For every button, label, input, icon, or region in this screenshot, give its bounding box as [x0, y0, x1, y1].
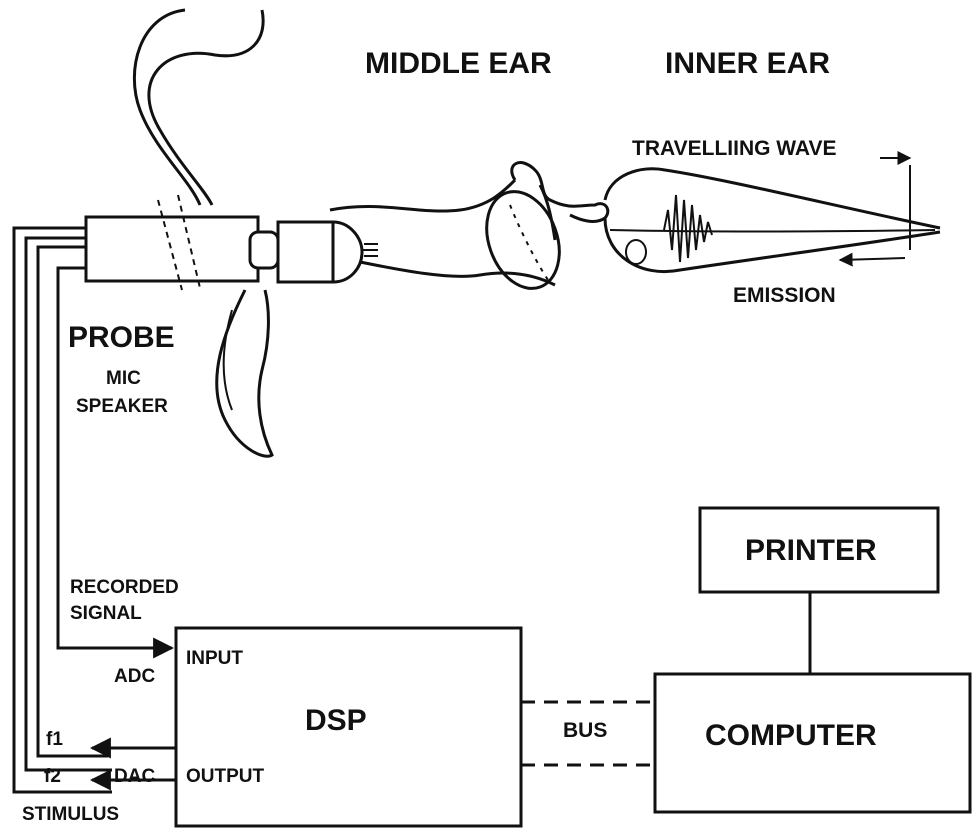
- eardrum: [485, 190, 561, 290]
- cable-f-extra: [36, 245, 108, 758]
- emission-arrow: [838, 252, 906, 267]
- emission-label: EMISSION: [733, 284, 836, 307]
- dsp-input-label: INPUT: [186, 648, 243, 669]
- computer-box: [653, 672, 972, 814]
- cochlea-upper: [603, 167, 941, 230]
- pinna-through-probe: [157, 194, 201, 291]
- cochlea-lower: [603, 217, 941, 273]
- eardrum-ticks: [509, 204, 549, 281]
- earlobe: [215, 289, 274, 458]
- pinna-outline: [147, 9, 265, 206]
- probe-body: [84, 215, 260, 283]
- malleus: [538, 184, 557, 241]
- cable-f1: [24, 236, 112, 772]
- recorded-label-line1: RECORDED: [70, 577, 179, 598]
- inner-ear-label: INNER EAR: [665, 47, 830, 80]
- f1-label: f1: [46, 729, 63, 750]
- travelling-wave-burst: [663, 194, 713, 263]
- basilar-membrane: [609, 229, 936, 233]
- adc-label: ADC: [114, 666, 155, 687]
- recorded-label-line2: SIGNAL: [70, 603, 142, 624]
- computer-label: COMPUTER: [705, 719, 877, 752]
- dac-label: DAC: [114, 766, 155, 787]
- printer-box: [698, 506, 940, 594]
- cable-f2-stimulus: [12, 226, 112, 794]
- f2-label: f2: [44, 766, 61, 787]
- cable-recorded-signal: [56, 266, 175, 659]
- printer-label: PRINTER: [745, 534, 877, 567]
- dsp-box: [174, 626, 523, 828]
- probe-tip: [332, 220, 364, 284]
- probe: [84, 194, 378, 291]
- ear-canal-top: [329, 178, 517, 213]
- probe-label: PROBE: [68, 321, 175, 354]
- dsp-output-label: OUTPUT: [186, 766, 265, 787]
- dsp-title: DSP: [305, 704, 367, 737]
- ossicles: [510, 161, 610, 223]
- travelling-wave-label: TRAVELLIING WAVE: [632, 137, 837, 160]
- round-window: [625, 239, 647, 265]
- probe-coupler: [276, 220, 335, 284]
- ear-canal-bottom: [359, 260, 556, 287]
- earlobe-inner: [222, 309, 233, 411]
- probe-cables: [12, 226, 176, 794]
- probe-stem: [362, 243, 378, 257]
- pinna-inner: [132, 8, 202, 206]
- bus-label: BUS: [563, 719, 607, 742]
- probe-mic-capsule: [248, 230, 280, 270]
- stimulus-label: STIMULUS: [22, 804, 119, 825]
- ear-illustration: [132, 8, 941, 458]
- mic-label: MIC: [106, 368, 141, 389]
- middle-ear-label: MIDDLE EAR: [365, 47, 552, 80]
- speaker-label: SPEAKER: [76, 396, 168, 417]
